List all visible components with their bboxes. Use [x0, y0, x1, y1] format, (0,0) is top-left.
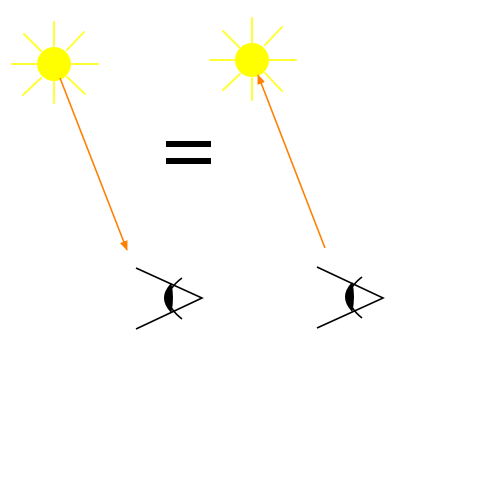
- left-panel: [11, 21, 204, 330]
- right-light-ray: [257, 74, 326, 249]
- left-eye-icon: [135, 267, 204, 330]
- left-light-ray: [59, 77, 128, 251]
- left-sun-icon: [11, 21, 99, 104]
- right-eye-icon: [316, 266, 385, 329]
- right-sun-icon: [209, 17, 297, 101]
- right-panel: [209, 17, 385, 329]
- equals-sign: [166, 141, 211, 164]
